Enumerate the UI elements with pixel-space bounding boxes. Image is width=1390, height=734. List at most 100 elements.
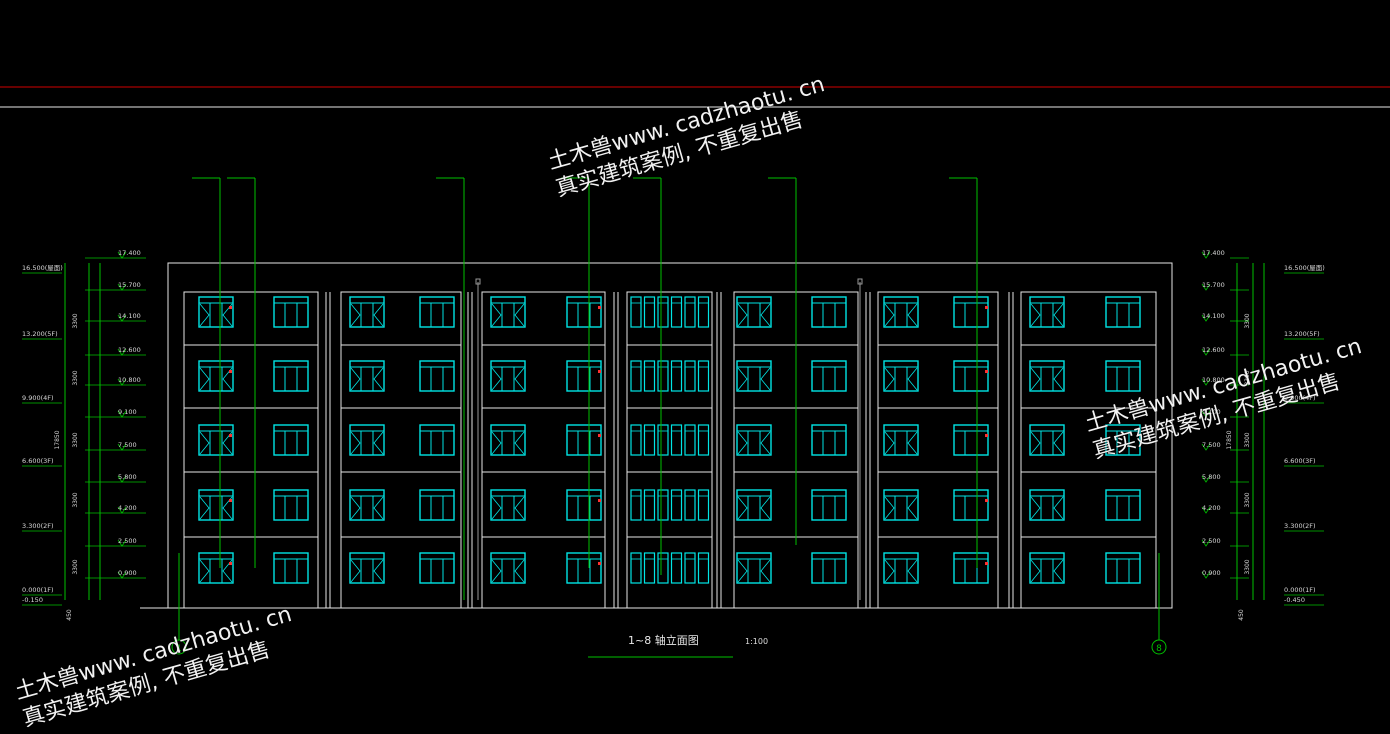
window-frame (490, 296, 526, 328)
window (490, 489, 526, 521)
stair-window (630, 489, 642, 521)
dimension-label: 3300 (1244, 432, 1251, 447)
floor-mark-label: 16.500(屋面) (22, 264, 63, 272)
elevation-marker (117, 475, 127, 483)
elevation-marker (1201, 283, 1211, 291)
elevation-label: 2.500 (118, 537, 137, 545)
window-open-mark (760, 496, 771, 520)
elevation-label: 2.500 (1202, 537, 1221, 545)
window-open-mark (373, 367, 384, 391)
window-frame (566, 552, 602, 584)
window-open-mark (199, 431, 210, 455)
window-frame (953, 360, 989, 392)
window-open-mark (737, 431, 748, 455)
red-marker (985, 306, 988, 309)
elevation-marker (117, 410, 127, 418)
downpipe-head (857, 278, 863, 285)
window-frame (811, 424, 847, 456)
window-open-mark (1030, 431, 1041, 455)
window-open-mark (884, 431, 895, 455)
floor-mark-label: 6.600(3F) (1284, 457, 1316, 465)
window-frame (419, 424, 455, 456)
elevation-marker (1201, 443, 1211, 451)
elevation-marker (117, 539, 127, 547)
elevation-marker (117, 571, 127, 579)
floor-mark-label: 3.300(2F) (1284, 522, 1316, 530)
elevation-marker (1201, 475, 1211, 483)
window (419, 552, 455, 584)
window (349, 424, 385, 456)
elevation-label: 5.800 (1202, 473, 1221, 481)
window-frame (953, 489, 989, 521)
window (1105, 296, 1141, 328)
red-marker (229, 499, 232, 502)
window (273, 360, 309, 392)
window (1105, 489, 1141, 521)
red-marker (229, 562, 232, 565)
window-frame (349, 296, 385, 328)
stair-window (697, 360, 710, 392)
window (953, 552, 989, 584)
elevation-label: 9.100 (1202, 408, 1221, 416)
window (490, 360, 526, 392)
dimension-label: 3300 (1244, 492, 1251, 507)
window (566, 552, 602, 584)
window (1105, 552, 1141, 584)
window-frame (811, 296, 847, 328)
elevation-label: 14.100 (1202, 312, 1225, 320)
elevation-label: 5.800 (118, 473, 137, 481)
stair-window (643, 489, 656, 521)
window (273, 552, 309, 584)
stair-window (630, 296, 642, 328)
left-dimension-column: 17.40015.70014.10012.60010.8009.1007.500… (22, 249, 146, 621)
floor-mark-label: 0.000(1F) (22, 586, 54, 594)
window-frame (198, 552, 234, 584)
window (419, 296, 455, 328)
window-open-mark (737, 303, 748, 327)
window (811, 552, 847, 584)
window-frame (273, 360, 309, 392)
window-frame (811, 552, 847, 584)
red-marker (985, 434, 988, 437)
window-frame (349, 552, 385, 584)
window (1029, 360, 1065, 392)
window-frame (1029, 552, 1065, 584)
window-frame (883, 296, 919, 328)
window-open-mark (907, 303, 918, 327)
red-marker (985, 370, 988, 373)
elevation-label: 7.500 (118, 441, 137, 449)
elevation-marker (117, 443, 127, 451)
stair-window (697, 424, 710, 456)
building-facade (140, 262, 1173, 609)
elevation-label: 17.400 (118, 249, 141, 257)
floor-mark-label: -0.450 (1284, 596, 1305, 604)
elevation-label: 9.100 (118, 408, 137, 416)
window (198, 296, 234, 328)
stair-window (657, 360, 669, 392)
window-frame (273, 489, 309, 521)
window (198, 489, 234, 521)
window (273, 424, 309, 456)
red-marker (229, 434, 232, 437)
stair-window (643, 424, 656, 456)
floor-mark-label: 3.300(2F) (22, 522, 54, 530)
stair-window (684, 296, 696, 328)
window-open-mark (737, 559, 748, 583)
axis-bubble-right: 8 (1151, 553, 1167, 655)
window (953, 489, 989, 521)
window-open-mark (350, 303, 361, 327)
window-open-mark (1030, 303, 1041, 327)
dimension-label: 3300 (72, 370, 79, 385)
dimension-label: 17850 (54, 430, 61, 449)
floor-mark-label: 6.600(3F) (22, 457, 54, 465)
window (736, 552, 772, 584)
elevation-marker (117, 378, 127, 386)
window-frame (273, 424, 309, 456)
red-marker (598, 370, 601, 373)
window (811, 360, 847, 392)
elevation-label: 7.500 (1202, 441, 1221, 449)
window (566, 489, 602, 521)
window-frame (953, 552, 989, 584)
red-marker (985, 562, 988, 565)
stair-window (630, 552, 642, 584)
